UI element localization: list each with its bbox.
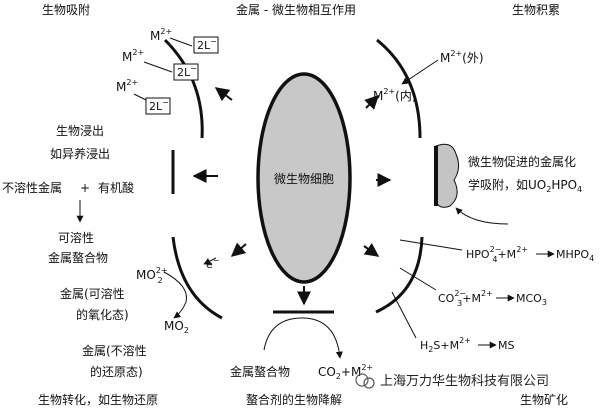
degradation-curve-arrow	[263, 317, 343, 359]
oxidized-state-line2: 的氧化态)	[76, 307, 129, 322]
metal-symbol: M	[150, 29, 160, 43]
biosorption-ligand-3: M2+ 2L−	[116, 78, 171, 115]
ligand-box	[173, 63, 199, 81]
soluble-label: 可溶性	[58, 230, 94, 245]
microbial-cell	[256, 72, 352, 284]
title-chelator-degradation: 螯合剂的生物降解	[246, 392, 342, 407]
svg-text:2L−: 2L−	[177, 64, 197, 79]
organic-acid-label: 有机酸	[98, 180, 134, 195]
co2-product-label: CO2+M2+	[318, 363, 373, 381]
uptake-arrow	[401, 59, 439, 85]
biomineralization-membrane	[375, 236, 424, 314]
transformation-arrow	[230, 242, 247, 257]
precipitate-deposit	[435, 143, 460, 208]
insoluble-metal-label: 不溶性金属	[2, 180, 62, 195]
electron-arrow	[203, 257, 217, 265]
watermark: 上海万力华生物科技有限公司	[355, 373, 549, 389]
ligand-text: 2L	[197, 39, 211, 52]
metal-charge: 2+	[126, 78, 138, 87]
svg-text:M2+: M2+	[116, 78, 138, 94]
chemisorption-line1: 微生物促进的金属化	[468, 154, 576, 169]
carbonate-product: MCO3	[516, 292, 547, 307]
plus-sign: +	[80, 181, 90, 195]
cell-label: 微生物细胞	[274, 172, 334, 186]
title-interaction: 金属 - 微生物相互作用	[236, 2, 356, 17]
metal-inside-label: M2+(内)	[373, 87, 417, 103]
mineralization-cell-arrow	[363, 242, 380, 257]
metal-chelate-product-label: 金属螯合物	[48, 250, 108, 265]
ligand-box	[145, 97, 171, 115]
ligand-charge: −	[190, 64, 197, 73]
wechat-logo-icon	[355, 373, 369, 387]
phosphate-product: MHPO4	[556, 248, 594, 263]
biosorption-membrane	[163, 38, 204, 139]
carbonate-pathway-line	[399, 267, 437, 291]
metal-outside-label: M2+(外)	[440, 49, 484, 65]
title-biotransformation: 生物转化，如生物还原	[38, 392, 158, 407]
biosorption-arrow	[214, 87, 233, 102]
metal-chelate-label: 金属螯合物	[230, 364, 290, 379]
oxidized-state-line1: 金属(可溶性	[60, 286, 125, 301]
mo2-label: MO2	[164, 319, 189, 335]
metal-charge: 2+	[160, 27, 172, 36]
sulfide-pathway-line	[391, 291, 417, 339]
biosorption-ligand-2: M2+ 2L−	[122, 48, 199, 81]
leaching-subtitle: 如异养浸出	[50, 146, 110, 161]
phosphate-pathway-line	[399, 239, 463, 251]
title-bioaccumulation: 生物积累	[512, 3, 560, 17]
watermark-text: 上海万力华生物科技有限公司	[380, 374, 549, 389]
svg-text:2L−: 2L−	[149, 98, 169, 113]
ligand-box	[193, 36, 219, 54]
reduction-curve-arrow	[163, 271, 188, 319]
biotransformation-membrane	[171, 236, 223, 320]
carbonate-reaction-left: CO2−3+M2+	[438, 289, 493, 308]
ligand-text: 2L	[149, 100, 163, 113]
reduced-state-line2: 的还原态)	[90, 364, 143, 379]
svg-text:M2+: M2+	[150, 27, 172, 43]
metal-symbol: M	[122, 50, 132, 64]
phosphate-reaction-left: HPO2−4+M2+	[466, 245, 528, 264]
electron-label: e−	[206, 256, 219, 271]
svg-text:2L−: 2L−	[197, 37, 217, 52]
sulfide-product: MS	[498, 339, 514, 352]
ligand-charge: −	[162, 98, 169, 107]
leaching-title: 生物浸出	[56, 124, 104, 138]
title-biosorption: 生物吸附	[42, 3, 90, 17]
ligand-text: 2L	[177, 66, 191, 79]
chemisorption-line2: 学吸附，如UO2HPO4	[468, 177, 582, 194]
ligand-charge: −	[210, 37, 217, 46]
metal-charge: 2+	[132, 48, 144, 57]
mo2-ion-label: MO2+2	[136, 266, 168, 285]
title-biomineralization: 生物矿化	[520, 393, 568, 407]
metal-symbol: M	[116, 80, 126, 94]
sulfide-reaction-left: H2S+M2+	[420, 336, 471, 354]
reduced-state-line1: 金属(不溶性	[82, 343, 147, 358]
precipitation-arrow	[455, 207, 509, 225]
bioaccumulation-arrow	[364, 95, 379, 110]
svg-text:M2+: M2+	[122, 48, 144, 64]
biosorption-ligand-1: M2+ 2L−	[150, 27, 219, 54]
